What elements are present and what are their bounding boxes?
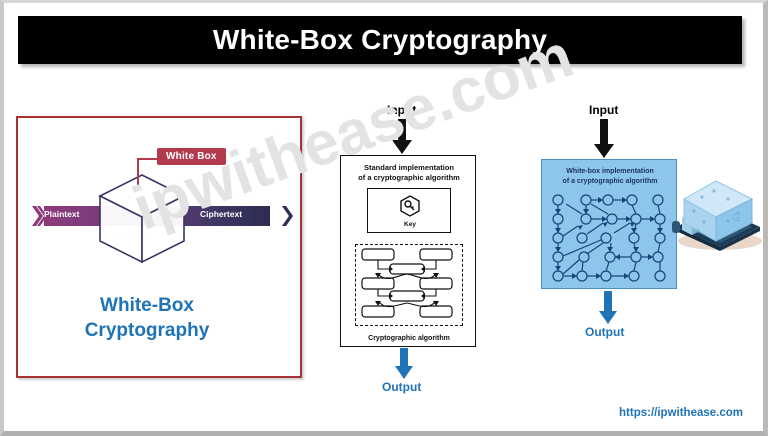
ciphertext-label: Ciphertext xyxy=(200,209,243,219)
right-input-label: Input xyxy=(589,103,619,117)
chevron-right-icon xyxy=(282,206,293,226)
site-url[interactable]: https://ipwithease.com xyxy=(619,407,743,419)
standard-heading-line-2: of a cryptographic algorithm xyxy=(358,173,460,182)
plaintext-label: Plaintext xyxy=(44,209,80,219)
page-title: White-Box Cryptography xyxy=(212,24,548,55)
key-label: Key xyxy=(404,221,416,228)
standard-heading-line-1: Standard implementation xyxy=(363,163,454,172)
feistel-network-diagram xyxy=(361,248,453,318)
standard-implementation-box: Standard implementation of a cryptograph… xyxy=(340,155,476,347)
left-caption-line-1: White-Box xyxy=(100,295,194,316)
middle-output-arrow-icon xyxy=(395,348,413,379)
white-box-leader-vertical xyxy=(137,158,139,188)
white-box-cube-illustration: 01 A3 F2 7B E1 09 C4 5D 8A 2F 90 6E xyxy=(87,163,197,273)
standard-implementation-heading: Standard implementation of a cryptograph… xyxy=(341,163,477,183)
middle-output-label: Output xyxy=(382,380,422,394)
cryptographic-algorithm-label: Cryptographic algorithm xyxy=(368,335,450,342)
slide-canvas: White-Box Cryptography White Box Plainte… xyxy=(4,3,763,431)
left-caption-line-2: Cryptography xyxy=(84,320,210,341)
whitebox-implementation-box: White-box implementation of a cryptograp… xyxy=(541,159,677,289)
obfuscated-network-diagram xyxy=(552,194,666,282)
key-icon xyxy=(400,195,420,217)
secure-cube-platform-illustration: G xyxy=(664,175,763,253)
svg-text:G: G xyxy=(732,212,741,224)
right-input-arrow-icon xyxy=(594,119,614,158)
left-panel-caption: White-Box Cryptography xyxy=(4,293,290,343)
whitebox-heading-line-1: White-box implementation xyxy=(566,168,654,175)
whitebox-implementation-heading: White-box implementation of a cryptograp… xyxy=(542,167,678,186)
middle-input-label: Input xyxy=(387,103,417,117)
whitebox-heading-line-2: of a cryptographic algorithm xyxy=(562,177,658,185)
chevron-left-icon xyxy=(32,206,46,226)
right-output-label: Output xyxy=(585,325,625,339)
middle-input-arrow-icon xyxy=(392,119,412,154)
right-output-arrow-icon xyxy=(599,291,617,324)
white-box-tag: White Box xyxy=(157,148,226,165)
white-box-leader-horizontal xyxy=(137,158,159,160)
key-box: Key xyxy=(367,188,451,233)
title-banner: White-Box Cryptography xyxy=(18,16,742,64)
cryptographic-algorithm-region xyxy=(355,244,463,326)
